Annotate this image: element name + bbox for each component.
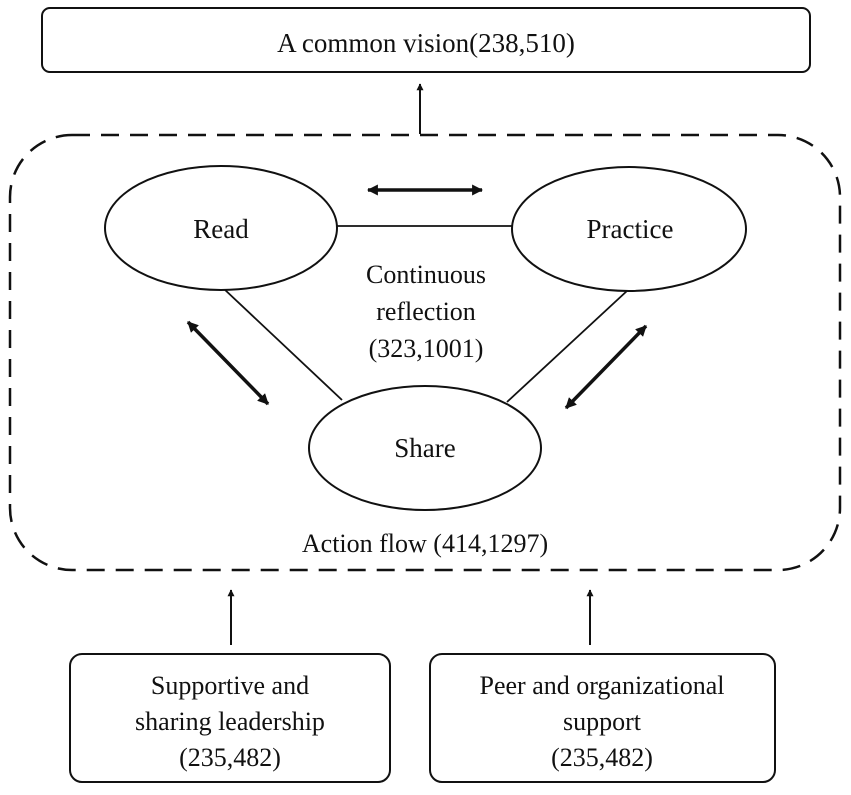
node-share: Share [308,385,542,511]
center-line-2: reflection [376,297,476,326]
node-practice-label: Practice [587,214,674,244]
node-read-label: Read [193,214,249,244]
support-left-line-1: Supportive and [151,671,309,700]
support-left-line-3: (235,482) [179,743,281,772]
support-right-line-1: Peer and organizational [480,671,725,700]
center-reflection: Continuous reflection (323,1001) [366,260,486,363]
support-right-line-2: support [563,707,642,736]
support-box-right: Peer and organizational support (235,482… [429,653,776,783]
double-arrow-left [186,320,270,406]
action-flow-label: Action flow (414,1297) [302,529,548,558]
center-line-3: (323,1001) [369,334,484,363]
node-read: Read [104,165,338,291]
vision-label: A common vision(238,510) [277,28,575,58]
support-left-line-2: sharing leadership [135,707,325,736]
support-box-left: Supportive and sharing leadership (235,4… [69,653,391,783]
action-flow-region [8,133,842,572]
connector-read-share [222,287,343,401]
node-share-label: Share [394,433,455,463]
connector-practice-share [506,289,629,403]
vision-box: A common vision(238,510) [41,7,811,73]
support-right-line-3: (235,482) [551,743,653,772]
double-arrow-right [564,324,648,410]
node-practice: Practice [511,166,747,292]
center-line-1: Continuous [366,260,486,289]
